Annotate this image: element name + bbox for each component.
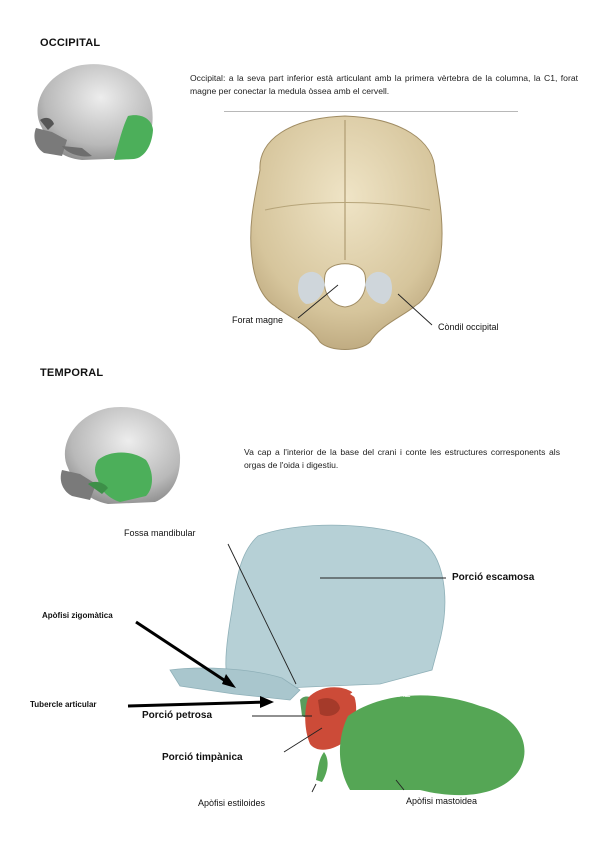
label-tubercle-articular: Tubercle articular [30, 700, 97, 709]
temporal-heading: TEMPORAL [40, 367, 104, 379]
label-porcio-petrosa: Porció petrosa [142, 710, 213, 721]
occipital-skull-thumbnail [34, 64, 153, 160]
label-forat-magne: Forat magne [232, 315, 284, 325]
occipital-description: Occipital: a la seva part inferior està … [190, 73, 578, 96]
label-condil-occipital: Còndil occipital [438, 322, 499, 332]
label-cae: CAE [392, 689, 411, 699]
label-porcio-timpanica: Porció timpànica [162, 752, 243, 763]
divider-line [224, 111, 518, 112]
label-apofisi-zigomatica: Apòfisi zigomàtica [42, 611, 113, 620]
occipital-heading: OCCIPITAL [40, 37, 101, 49]
occipital-bone-illustration [250, 115, 443, 350]
temporal-skull-thumbnail [60, 406, 181, 504]
label-apofisi-mastoidea: Apòfisi mastoidea [406, 796, 478, 806]
label-apofisi-estiloides: Apòfisi estiloides [198, 798, 266, 808]
label-fossa-mandibular: Fossa mandibular [124, 528, 196, 538]
temporal-description: Va cap a l'interior de la base del crani… [244, 447, 560, 470]
label-porcio-escamosa: Porció escamosa [452, 572, 535, 583]
